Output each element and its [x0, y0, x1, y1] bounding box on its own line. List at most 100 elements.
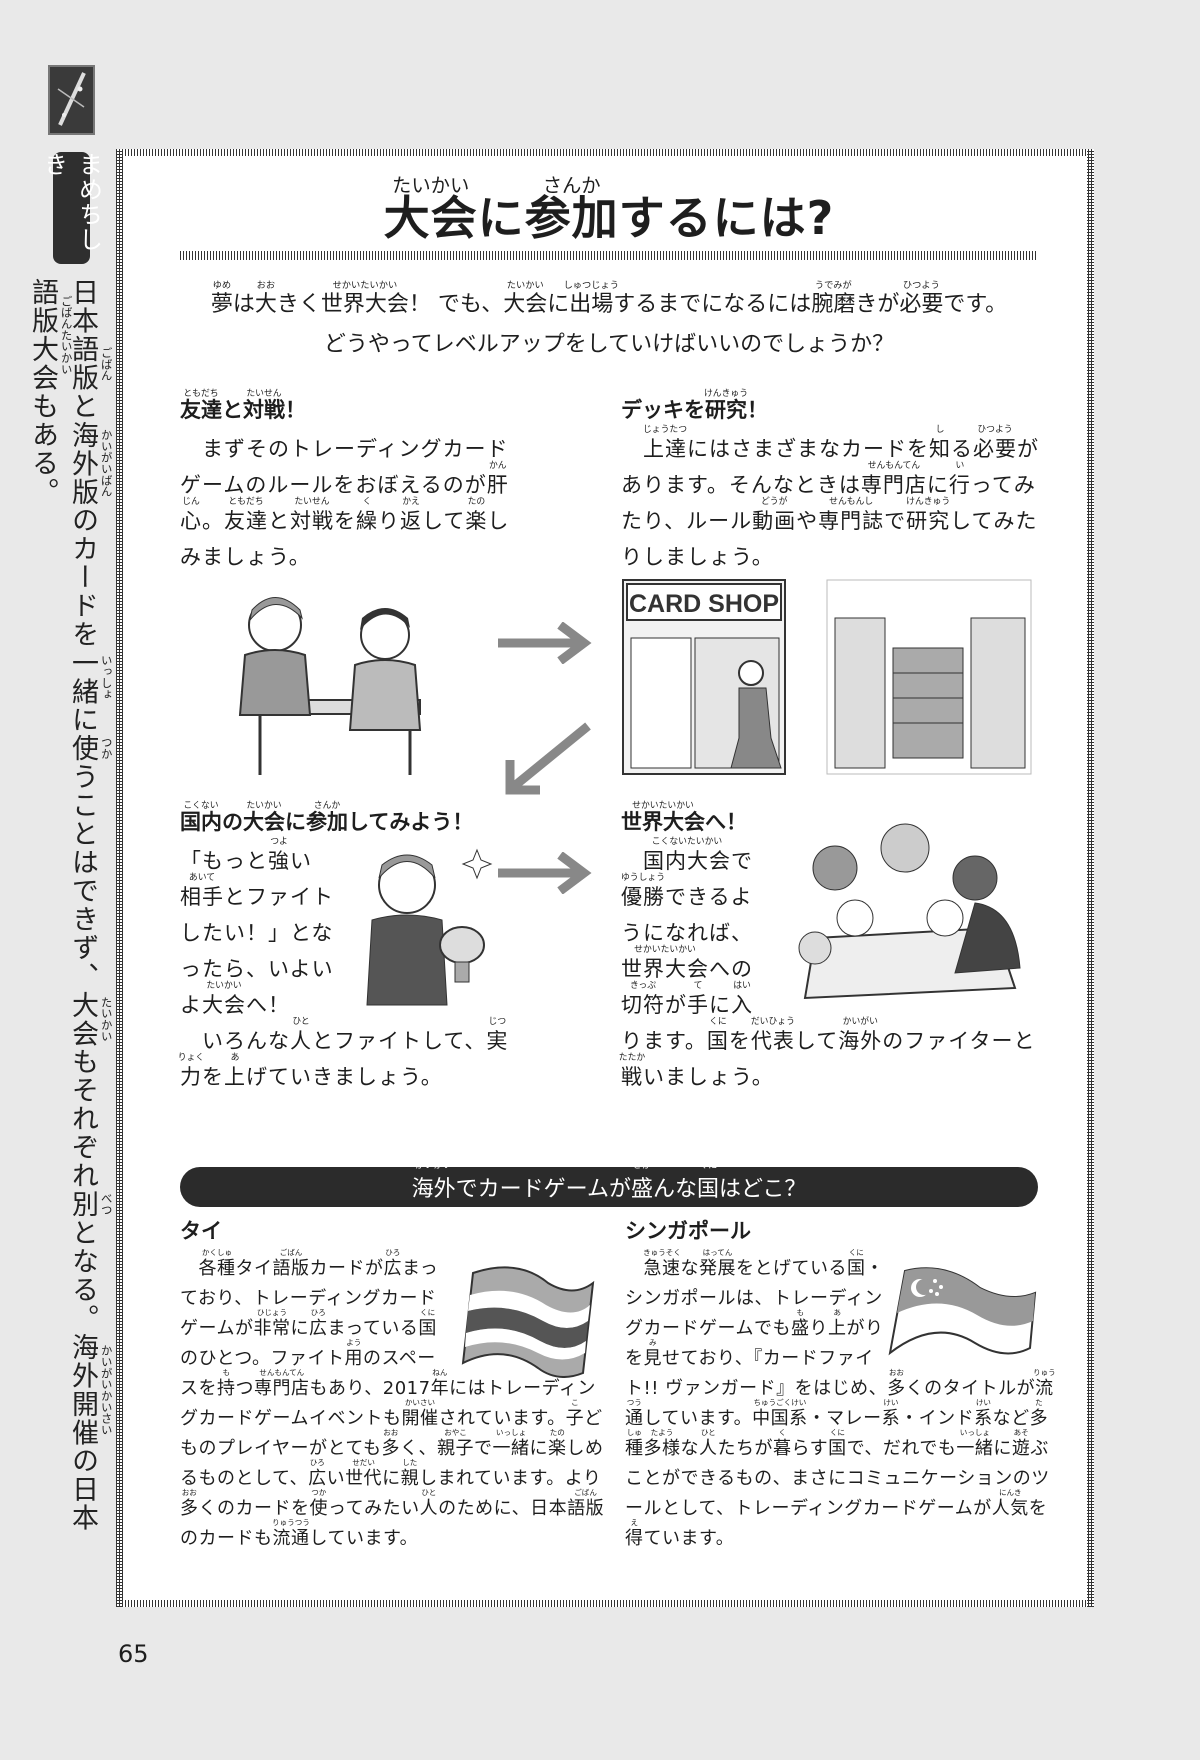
furigana: かいがいかいさい	[99, 1344, 114, 1435]
ruby-base: 使つか	[67, 734, 114, 763]
furigana: せんもんてん	[867, 460, 921, 471]
ruby-base: 人気にんき	[991, 1488, 1029, 1519]
furigana: りゅうつう	[272, 1518, 310, 1528]
furigana: たいかい	[99, 996, 114, 1042]
ruby-base: 動画どうが	[752, 496, 797, 533]
furigana: ひろ	[309, 1458, 325, 1468]
furigana: あ	[833, 1308, 841, 1318]
ruby-base: 大会たいかい	[383, 174, 478, 245]
text-line: 優勝ゆうしょうできるよ	[621, 873, 1035, 915]
ruby-base: 開催かいさい	[401, 1398, 439, 1429]
furigana: おお	[383, 1428, 399, 1438]
furigana: せかいたいかい	[332, 280, 398, 292]
furigana: た	[1035, 1398, 1043, 1408]
text-line: ゲームが非常ひじょうに広ひろまっている国くに	[180, 1309, 604, 1344]
text-line: 切符きっぷが手てに入はい	[621, 980, 1035, 1023]
ruby-base: 心じん	[180, 496, 202, 533]
step-heading-friends: 友達ともだちと対戦たいせん！	[180, 388, 306, 425]
text-line: ことができるもの、まさにコミュニケーションのツ	[625, 1468, 1050, 1489]
ruby-base: 必要ひつよう	[899, 280, 944, 317]
ruby-base: 研究けんきゅう	[703, 388, 749, 422]
ruby-base: 楽たの	[465, 496, 488, 533]
furigana: く	[362, 496, 372, 507]
ruby-base: 語版ごばん	[567, 1488, 605, 1519]
furigana: い	[955, 460, 965, 471]
ruby-base: 専門店せんもんてん	[254, 1368, 310, 1399]
furigana: つよ	[270, 836, 288, 847]
ruby-base: 世界大会せかいたいかい	[621, 944, 709, 981]
intro-line-2: どうやってレベルアップをしていけばいいのでしょうか？	[323, 332, 895, 357]
furigana: けんきゅう	[906, 496, 951, 507]
text-line: 力りょくを上あげていきましょう。	[178, 1053, 508, 1095]
ruby-base: 大会たいかい	[202, 980, 246, 1017]
text-line: よ大会たいかいへ！	[180, 980, 508, 1023]
ruby-base: 語版大会ごばんたいかい	[27, 278, 74, 392]
furigana: くに	[848, 1248, 864, 1258]
ruby-base: 上あ	[827, 1308, 847, 1339]
ruby-base: 行い	[948, 460, 971, 497]
ruby-base: 参加さんか	[306, 800, 348, 834]
furigana: ひと	[292, 1016, 310, 1027]
furigana: も	[222, 1368, 231, 1378]
side-note: 日本語版ごばんと海外版かいがいばんのカードを一緒いっしょに使つかうことはできず、…	[27, 278, 114, 1628]
ruby-base: 大おお	[254, 280, 277, 317]
ruby-base: 多おお	[180, 1488, 199, 1519]
ruby-base: 専門誌せんもんし	[818, 496, 885, 533]
furigana: ごばん	[279, 1248, 303, 1258]
furigana: たたか	[618, 1052, 646, 1063]
ruby-base: 親子おやこ	[437, 1428, 475, 1459]
ruby-base: 遊あそ	[1011, 1428, 1031, 1459]
arrow-down-left-icon	[505, 722, 591, 795]
furigana: あいて	[188, 872, 216, 883]
ruby-base: 発展はってん	[699, 1248, 736, 1279]
furigana: かいがいばん	[99, 429, 114, 498]
ruby-base: 各種かくしゅ	[198, 1248, 236, 1279]
furigana: あそ	[1013, 1428, 1029, 1438]
text-line: のカードも流通りゅうつうしています。	[180, 1518, 604, 1554]
furigana: くに	[698, 1160, 718, 1172]
ruby-base: 急速きゅうそく	[643, 1248, 681, 1279]
furigana: かくしゅ	[201, 1248, 233, 1258]
ruby-base: 世界大会せかいたいかい	[621, 800, 705, 834]
card-shop-sign: CARD SHOP	[629, 590, 779, 618]
ruby-base: 対戦たいせん	[243, 388, 285, 422]
furigana: ねん	[432, 1368, 448, 1378]
furigana: たの	[549, 1428, 565, 1438]
ruby-base: 流通りゅうつう	[272, 1518, 310, 1549]
ruby-base: 友達ともだち	[180, 388, 222, 422]
ruby-base: 語版ごばん	[67, 335, 114, 392]
ruby-base: 中国系ちゅうごくけい	[752, 1398, 808, 1429]
furigana: にんき	[998, 1488, 1022, 1498]
ruby-base: 広ひろ	[308, 1458, 327, 1489]
text-line: まずそのトレーディングカード	[180, 437, 509, 461]
furigana: べつ	[99, 1192, 114, 1216]
furigana: ごばん	[99, 346, 114, 381]
text-line: ものプレイヤーがとても多おおく、親子おやこで一緒いっしょに楽たのしめ	[180, 1428, 604, 1464]
step-body-deck: 上達じょうたつにはさまざまなカードを知しる必要ひつようがあります。そんなときは専…	[621, 425, 1039, 575]
ruby-base: 大会たいかい	[67, 990, 114, 1048]
furigana: あ	[230, 1052, 240, 1063]
furigana: かん	[488, 460, 507, 471]
overseas-section-banner: 海外かいがいでカードゲームが盛さかんな国くにはどこ？	[180, 1161, 1038, 1207]
ruby-base: 実じつ	[486, 1016, 509, 1053]
furigana: おお	[256, 280, 276, 292]
ruby-base: 友達ともだち	[224, 496, 268, 533]
furigana: ひろ	[310, 1308, 326, 1318]
text-line: いろんな人ひととファイトして、実じつ	[180, 1016, 509, 1059]
ruby-base: 研究けんきゅう	[906, 496, 951, 533]
text-line: グカードゲームイベントも開催かいさいされています。子こど	[180, 1398, 604, 1434]
ruby-base: 海外かいがい	[411, 1160, 456, 1202]
furigana: くに	[829, 1428, 845, 1438]
step-heading-world: 世界大会せかいたいかいへ！	[621, 800, 747, 837]
ruby-base: 人ひと	[419, 1488, 439, 1519]
furigana: くに	[709, 1016, 727, 1027]
ruby-base: 盛も	[790, 1308, 810, 1339]
ruby-base: 代表だいひょう	[750, 1016, 795, 1053]
singapore-flag-illustration	[888, 1267, 1037, 1356]
text-line: ゲームのルールをおぼえるのが肝かん	[180, 461, 509, 503]
furigana: え	[630, 1518, 639, 1528]
furigana: たいせん	[294, 496, 330, 507]
text-line: 国内大会こくないたいかいで	[621, 837, 1035, 879]
ruby-base: 入はい	[731, 980, 753, 1017]
furigana: ゆうしょう	[620, 872, 666, 883]
